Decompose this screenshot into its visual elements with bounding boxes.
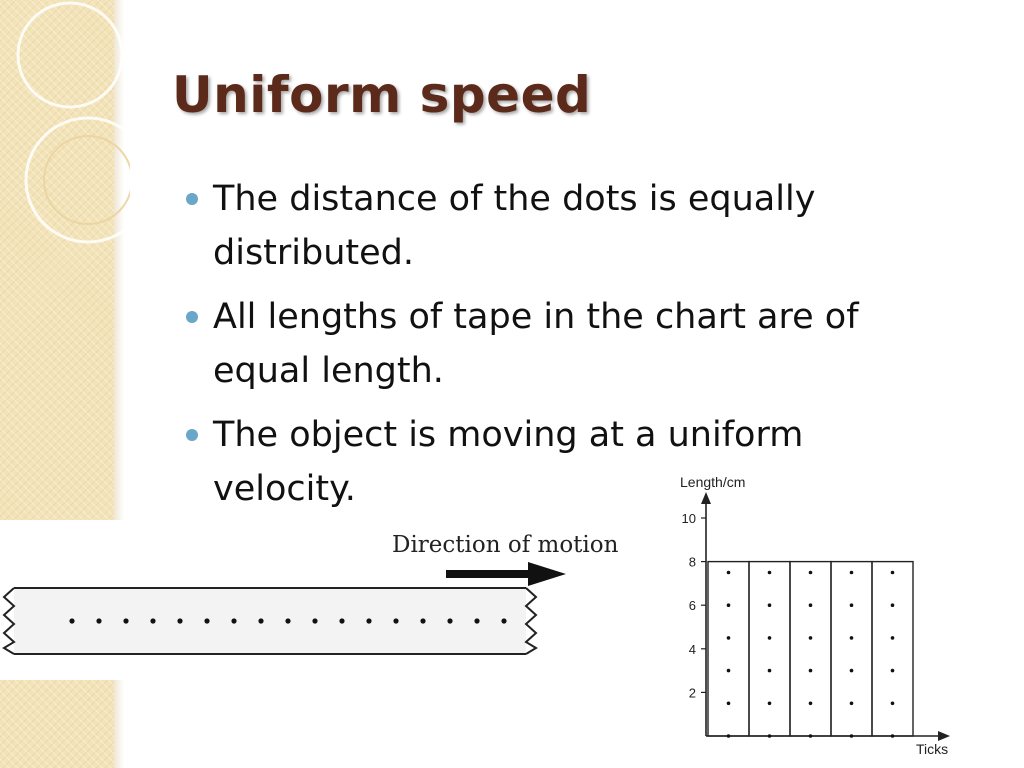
bullet-marker-icon	[186, 311, 198, 323]
strip-dot	[849, 668, 854, 673]
y-tick-label: 8	[689, 555, 696, 570]
y-tick-label: 2	[689, 685, 696, 700]
bullet-item: The distance of the dots is equally dist…	[186, 172, 906, 280]
y-axis-arrow-icon	[701, 492, 711, 504]
tape-left-torn-edge	[2, 587, 16, 655]
strip-dot	[767, 668, 772, 673]
slide-title: Uniform speed	[172, 66, 592, 124]
strip-dot	[808, 603, 813, 607]
tape-dot	[177, 618, 183, 624]
tape-dot	[258, 618, 264, 624]
strip-dot	[726, 570, 731, 575]
strip-dot	[849, 570, 854, 575]
strip-dot	[890, 603, 895, 607]
tape-dot	[285, 618, 291, 624]
tape-dot	[393, 618, 399, 624]
tape-dot	[420, 618, 426, 624]
strip-dot	[767, 570, 772, 575]
bullet-marker-icon	[186, 193, 198, 205]
deco-ring-inner	[43, 135, 130, 225]
strip-dot	[849, 636, 854, 640]
x-axis-arrow-icon	[938, 731, 950, 741]
chart-background	[660, 468, 970, 764]
strip-dot	[808, 701, 813, 706]
strip-dot	[726, 603, 731, 607]
y-tick-label: 4	[689, 642, 696, 657]
tape-dot	[204, 618, 210, 624]
bullet-list: The distance of the dots is equally dist…	[186, 172, 906, 526]
tape-right-torn-edge	[524, 587, 538, 655]
tape-dot	[501, 618, 507, 624]
y-tick-label: 10	[682, 511, 696, 526]
bullet-marker-icon	[186, 429, 198, 441]
y-ticks: 2 4 6 8 10	[682, 511, 706, 700]
tape-dot	[447, 618, 453, 624]
bullet-item: All lengths of tape in the chart are of …	[186, 290, 906, 398]
x-axis-label: Ticks	[916, 741, 948, 757]
bullet-text: The object is moving at a uniform veloci…	[213, 415, 804, 509]
strip-dot	[849, 734, 854, 738]
tape-dot	[123, 618, 129, 624]
ticker-tape	[2, 587, 538, 655]
tape-dot	[96, 618, 102, 624]
strip-dot	[890, 668, 895, 673]
strip-dot	[726, 636, 731, 640]
deco-ring-large	[16, 1, 124, 109]
strip-shadow	[114, 0, 124, 768]
tape-strips	[707, 560, 914, 738]
bullet-text: The distance of the dots is equally dist…	[213, 179, 816, 273]
strip-dot	[726, 701, 731, 706]
decorative-rings	[16, 1, 130, 244]
strip-dot	[849, 701, 854, 706]
strip-dot	[890, 701, 895, 706]
tape-chart: Length/cm Ticks 2 4 6 8 10	[660, 468, 970, 764]
tape-dot	[312, 618, 318, 624]
tape-dot	[339, 618, 345, 624]
strip-dot	[767, 603, 772, 607]
y-tick-label: 6	[689, 598, 696, 613]
strip-dot	[767, 636, 772, 640]
direction-label: Direction of motion	[392, 532, 619, 558]
ticker-tape-figure: Direction of motion	[0, 520, 640, 680]
strip-dot	[726, 668, 731, 673]
y-axis-label: Length/cm	[680, 474, 745, 490]
bullet-text: All lengths of tape in the chart are of …	[213, 297, 859, 391]
strip-dot	[808, 636, 813, 640]
tape-dot	[150, 618, 156, 624]
deco-ring-medium	[24, 116, 130, 244]
tape-dot	[231, 618, 237, 624]
strip-dot	[890, 636, 895, 640]
tape-dots	[69, 618, 507, 624]
arrow-head	[528, 562, 566, 586]
strip-dot	[890, 570, 895, 575]
strip-dot	[890, 734, 895, 738]
tape-dot	[474, 618, 480, 624]
tape-dot	[366, 618, 372, 624]
strip-dot	[767, 701, 772, 706]
strip-dot	[808, 570, 813, 575]
strip-dot	[808, 668, 813, 673]
strip-dot	[726, 734, 731, 738]
strip-dot	[849, 603, 854, 607]
strip-dot	[767, 734, 772, 738]
direction-arrow-icon	[446, 562, 566, 586]
bullet-item: The object is moving at a uniform veloci…	[186, 408, 906, 516]
tape-dot	[69, 618, 75, 624]
strip-dot	[808, 734, 813, 738]
